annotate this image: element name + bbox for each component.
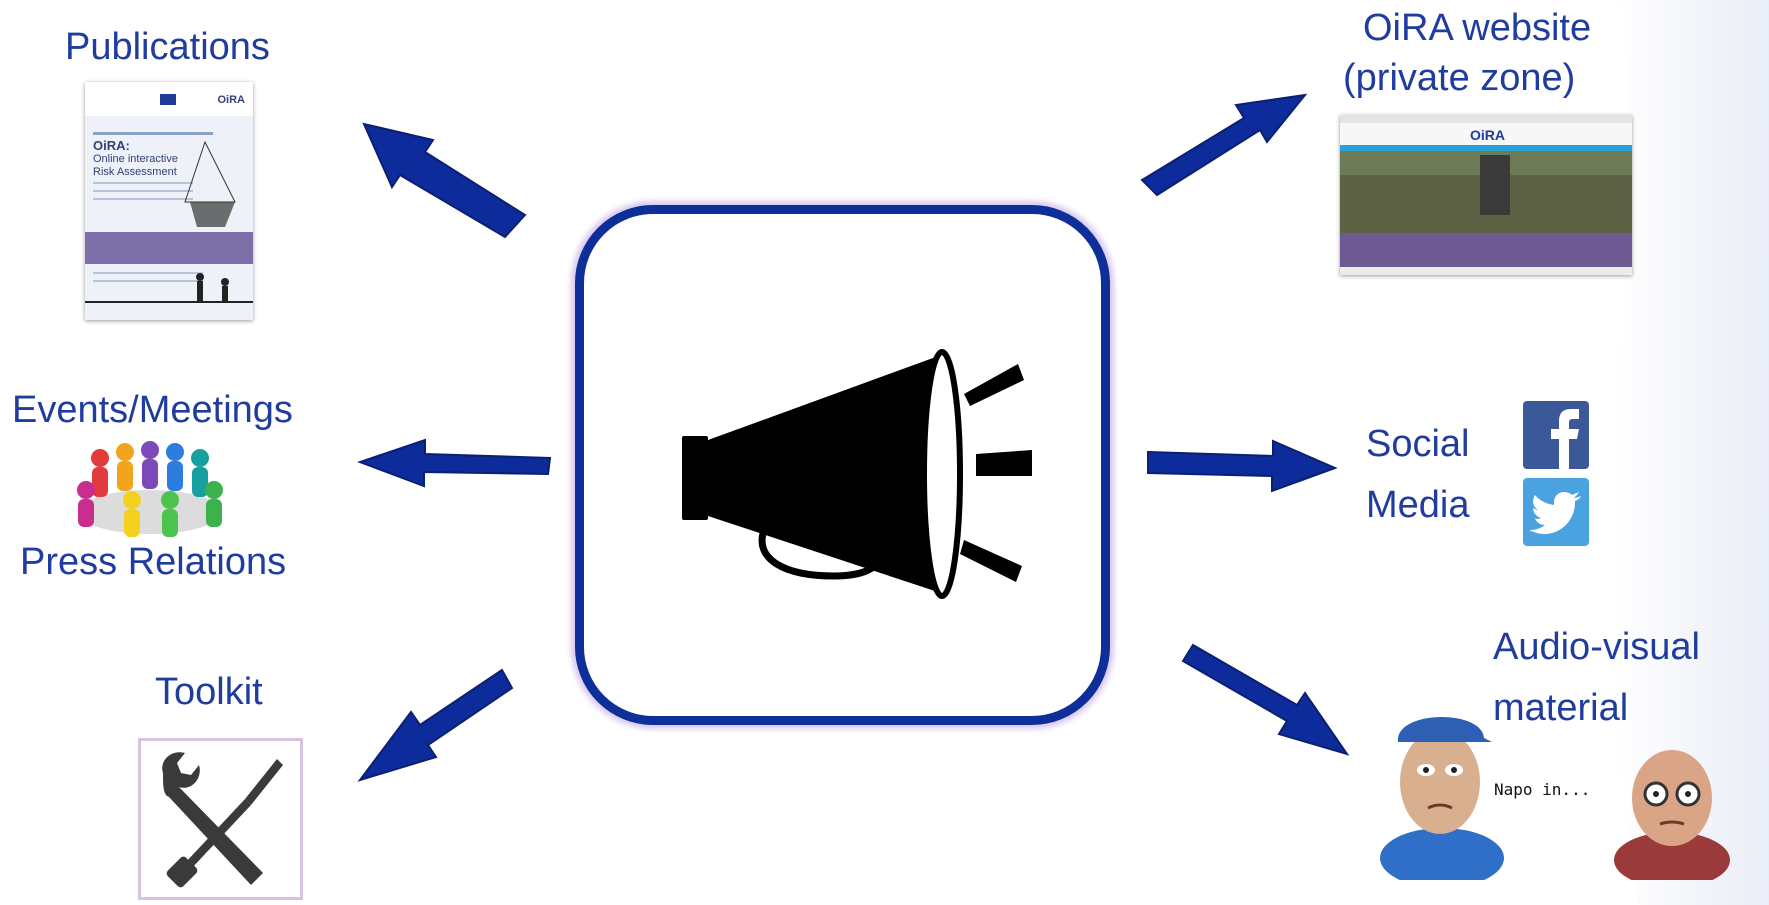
megaphone-icon	[584, 214, 1101, 716]
toolkit-label: Toolkit	[155, 670, 263, 714]
publications-label: Publications	[65, 25, 270, 69]
people-circle-icon	[70, 440, 230, 542]
arrow-to-social	[1148, 441, 1335, 491]
publication-title-line1: OiRA:	[93, 138, 130, 153]
events-label: Events/Meetings	[12, 388, 293, 432]
press-label: Press Relations	[20, 540, 286, 584]
center-panel	[575, 205, 1110, 725]
social-label-line1: Social	[1366, 422, 1470, 466]
facebook-icon[interactable]	[1523, 401, 1589, 469]
arrow-to-audio	[1183, 645, 1347, 754]
publication-brand: OiRA	[218, 94, 246, 106]
website-brand: OiRA	[1470, 127, 1505, 143]
facebook-glyph	[1523, 401, 1589, 469]
publication-title-line2: Online interactive	[93, 153, 178, 165]
website-label-line1: OiRA website	[1363, 6, 1591, 50]
toolkit-tile[interactable]	[138, 738, 303, 900]
social-label-line2: Media	[1366, 483, 1470, 527]
arrow-to-events	[360, 440, 550, 486]
napo-caption: Napo in...	[1494, 780, 1590, 799]
arrow-to-publications	[364, 124, 525, 237]
website-thumbnail[interactable]: OiRA	[1340, 115, 1632, 275]
twitter-glyph	[1523, 478, 1589, 546]
website-label-line2: (private zone)	[1343, 56, 1575, 100]
publication-title-line3: Risk Assessment	[93, 166, 177, 178]
twitter-icon[interactable]	[1523, 478, 1589, 546]
publication-cover	[85, 82, 253, 320]
arrow-to-website	[1142, 95, 1305, 195]
wrench-screwdriver-icon	[141, 741, 300, 897]
publication-thumbnail[interactable]: OiRA OiRA: Online interactive Risk Asses…	[85, 82, 253, 320]
arrow-to-toolkit	[360, 670, 512, 780]
audio-label-line1: Audio-visual	[1493, 625, 1700, 669]
